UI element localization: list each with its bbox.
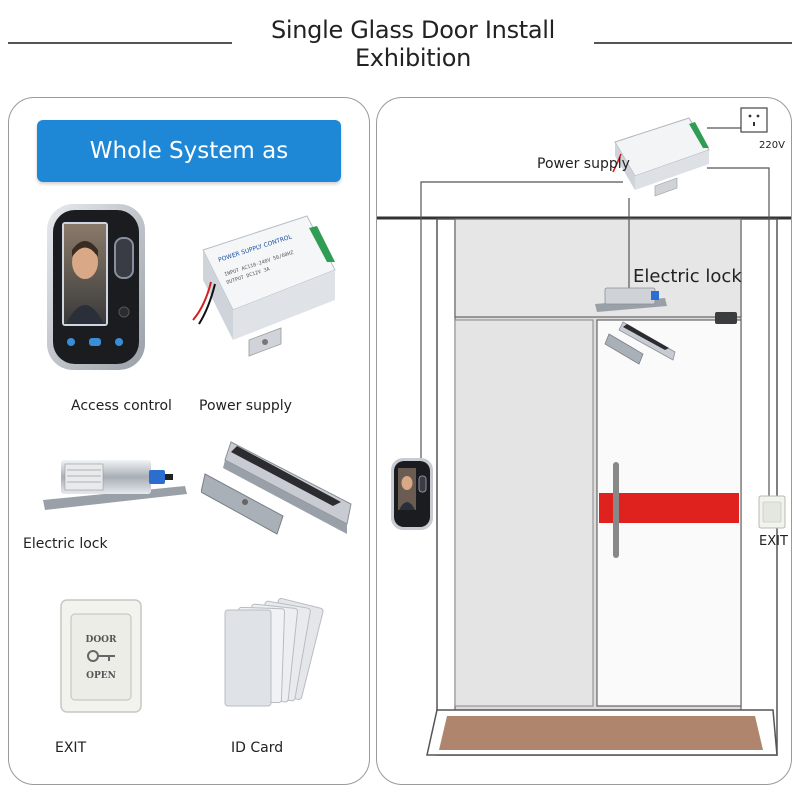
page-title: Single Glass Door Install Exhibition — [270, 16, 556, 72]
header-rule-right — [594, 42, 792, 44]
door-strike-plate — [715, 312, 737, 324]
door-handle — [613, 462, 619, 558]
id-card-label: ID Card — [231, 740, 284, 756]
power-supply-label: Power supply — [199, 398, 292, 414]
magnetic-lock-icon — [201, 434, 361, 544]
exit-plate-text-door: DOOR — [86, 635, 117, 645]
wire-to-exit-button — [707, 167, 770, 498]
components-panel: Whole System as example — [8, 97, 370, 785]
install-diagram — [377, 107, 791, 756]
diagram-magnetic-lock-icon — [604, 312, 737, 365]
diagram-exit-label: EXIT — [759, 534, 788, 549]
floor-mat — [439, 716, 763, 750]
electric-lock-label: Electric lock — [23, 536, 108, 552]
diagram-power-supply-icon — [612, 117, 710, 197]
exit-label: EXIT — [55, 740, 87, 756]
system-banner: Whole System as example — [37, 120, 341, 226]
electric-bolt-lock-icon — [39, 448, 189, 520]
door-push-bar — [599, 493, 739, 523]
diagram-power-supply-label: Power supply — [537, 156, 630, 172]
outlet-voltage-label: 220V — [759, 140, 785, 151]
diagram-electric-lock-icon — [595, 287, 667, 312]
header: Single Glass Door Install Exhibition — [0, 0, 800, 72]
install-diagram-panel: Power supply 220V Electric lock EXIT — [376, 97, 792, 785]
access-control-label: Access control — [71, 398, 172, 414]
diagram-exit-button-icon — [758, 495, 786, 529]
power-supply-box-icon: POWER SUPPLY CONTROL INPUT AC110-240V 50… — [189, 210, 339, 370]
header-rule-left — [8, 42, 232, 44]
transom — [454, 218, 742, 318]
exit-button-icon: DOOR OPEN — [59, 598, 143, 714]
diagram-electric-lock-label: Electric lock — [633, 266, 742, 287]
exit-plate-text-open: OPEN — [86, 671, 116, 681]
diagram-access-terminal-icon — [391, 458, 433, 530]
wall-outlet-icon — [740, 107, 768, 133]
wire-to-access-control — [420, 181, 623, 508]
face-recognition-terminal-icon — [45, 202, 147, 374]
id-cards-icon — [215, 592, 325, 716]
fixed-side-panel — [454, 319, 594, 707]
